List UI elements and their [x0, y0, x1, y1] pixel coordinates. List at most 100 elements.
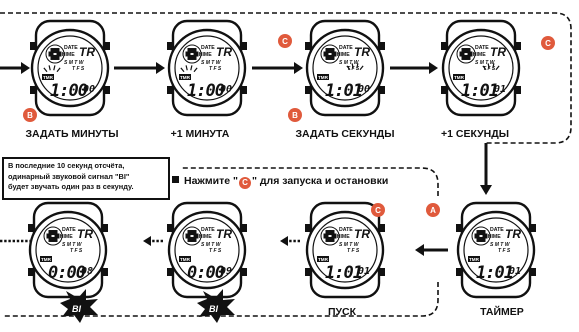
radar-segment — [54, 54, 60, 60]
small-digits: 01 — [509, 266, 521, 277]
side-button — [516, 86, 521, 94]
radar-graphic — [456, 44, 476, 64]
arrow-set-minutes-to-plus-minute-head — [156, 62, 165, 74]
tr-indicator: TR — [490, 45, 506, 59]
radar-segment — [187, 54, 193, 60]
chime-indicator: CHIME — [56, 234, 73, 240]
label-timer: ТАЙМЕР — [480, 306, 524, 318]
chime-indicator: CHIME — [333, 52, 350, 58]
note-line-3: будет звучать один раз в секунду. — [8, 182, 134, 191]
b-button-badge — [288, 108, 302, 122]
tmr-label: TMR — [41, 257, 52, 262]
radar-segment — [185, 51, 191, 57]
note-line-2: одинарный звуковой сигнал "BI" — [8, 171, 130, 181]
side-button — [103, 224, 108, 232]
tr-indicator: TR — [77, 227, 93, 241]
tmr-label: TMR — [43, 75, 54, 80]
dotted-arrow-start-to-nine-head — [280, 236, 288, 246]
weekday-row: S M T W — [64, 60, 85, 66]
side-button — [28, 224, 33, 232]
radar-graphic — [471, 226, 491, 246]
side-button — [242, 42, 247, 50]
main-digits: 0:00 — [187, 263, 225, 283]
c-button-badge — [541, 36, 555, 50]
b-button-badge-letter: B — [27, 111, 33, 120]
bullet-square-icon — [172, 176, 179, 183]
flash-ray — [43, 67, 48, 73]
label-set-minutes: ЗАДАТЬ МИНУТЫ — [25, 128, 119, 140]
main-digits: 1:01 — [461, 81, 498, 101]
side-button — [305, 268, 310, 276]
weekday-row: S M T W — [490, 242, 511, 248]
beep-text: BI — [72, 304, 81, 314]
radar-segment — [50, 54, 56, 60]
countdown-note: В последние 10 секунд отсчёта, одинарный… — [2, 157, 170, 200]
flash-ray — [495, 65, 500, 71]
radar-segment — [325, 230, 331, 236]
date-indicator: DATE — [201, 45, 215, 51]
tr-indicator: TR — [216, 227, 232, 241]
label-start: ПУСК — [327, 306, 357, 318]
radar-graphic — [43, 226, 63, 246]
small-digits: 01 — [494, 84, 506, 95]
radar-graphic — [45, 44, 65, 64]
side-button — [305, 224, 310, 232]
side-button — [305, 42, 310, 50]
radar-segment — [482, 233, 488, 239]
c-button-icon: C — [238, 177, 251, 189]
radar-segment — [329, 48, 335, 54]
radar-segment — [56, 51, 62, 57]
tmr-tag — [453, 74, 465, 80]
arrow-set-seconds-to-plus-second-head — [429, 62, 438, 74]
side-button — [531, 224, 536, 232]
flash-ray — [356, 63, 359, 69]
side-button — [441, 42, 446, 50]
flash-ray — [359, 65, 364, 71]
radar-segment — [461, 54, 467, 60]
a-button-badge — [426, 203, 440, 217]
tmr-label: TMR — [180, 75, 191, 80]
side-button — [167, 42, 172, 50]
flash-ray — [351, 63, 354, 69]
note-line-1: В последние 10 секунд отсчёта, — [8, 161, 125, 170]
flash-ray — [492, 63, 495, 69]
b-button-badge-letter: B — [292, 111, 298, 120]
radar-segment — [331, 233, 337, 239]
radar-segment — [325, 54, 331, 60]
flash-ray — [193, 67, 198, 73]
flash-ray — [482, 65, 487, 71]
c-button-badge-letter: C — [375, 206, 381, 215]
flash-ray — [56, 67, 61, 73]
tr-indicator: TR — [216, 45, 232, 59]
radar-segment — [48, 230, 54, 236]
side-button — [380, 224, 385, 232]
radar-graphic — [320, 226, 340, 246]
flash-ray — [185, 65, 188, 71]
side-button — [103, 268, 108, 276]
radar-segment — [329, 54, 335, 60]
radar-segment — [46, 233, 52, 239]
radar-graphic — [182, 44, 202, 64]
instruction-suffix: " для запуска и остановки — [251, 175, 389, 187]
radar-segment — [465, 48, 471, 54]
flash-ray — [487, 63, 490, 69]
tmr-label: TMR — [454, 75, 465, 80]
small-digits: 08 — [81, 266, 93, 277]
small-digits: 09 — [220, 266, 232, 277]
side-button — [456, 224, 461, 232]
date-indicator: DATE — [339, 227, 353, 233]
radar-segment — [323, 233, 329, 239]
radar-segment — [476, 236, 482, 242]
side-button — [105, 86, 110, 94]
flash-ray — [48, 65, 51, 71]
small-digits: 00 — [83, 84, 95, 95]
weekday-row: T F S — [347, 66, 360, 72]
tmr-tag — [179, 74, 191, 80]
weekday-row: T F S — [209, 66, 222, 72]
side-button — [167, 86, 172, 94]
